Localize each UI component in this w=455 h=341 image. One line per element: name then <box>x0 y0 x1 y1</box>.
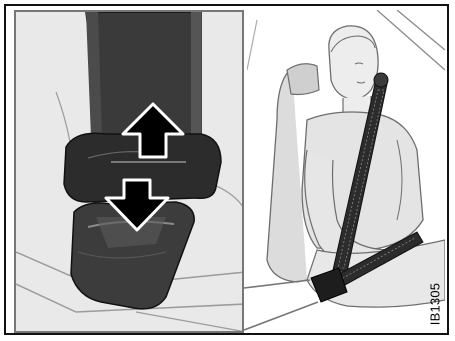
seated-person-scene <box>247 10 445 330</box>
seated-person-drawing <box>247 10 445 330</box>
buckle-closeup-inset <box>14 10 244 333</box>
buckle-closeup-drawing <box>16 12 244 333</box>
figure-code: IB1305 <box>428 283 443 325</box>
seat-back <box>267 68 307 282</box>
figure-code-label: IB1305 <box>425 275 445 333</box>
headrest <box>287 64 319 95</box>
